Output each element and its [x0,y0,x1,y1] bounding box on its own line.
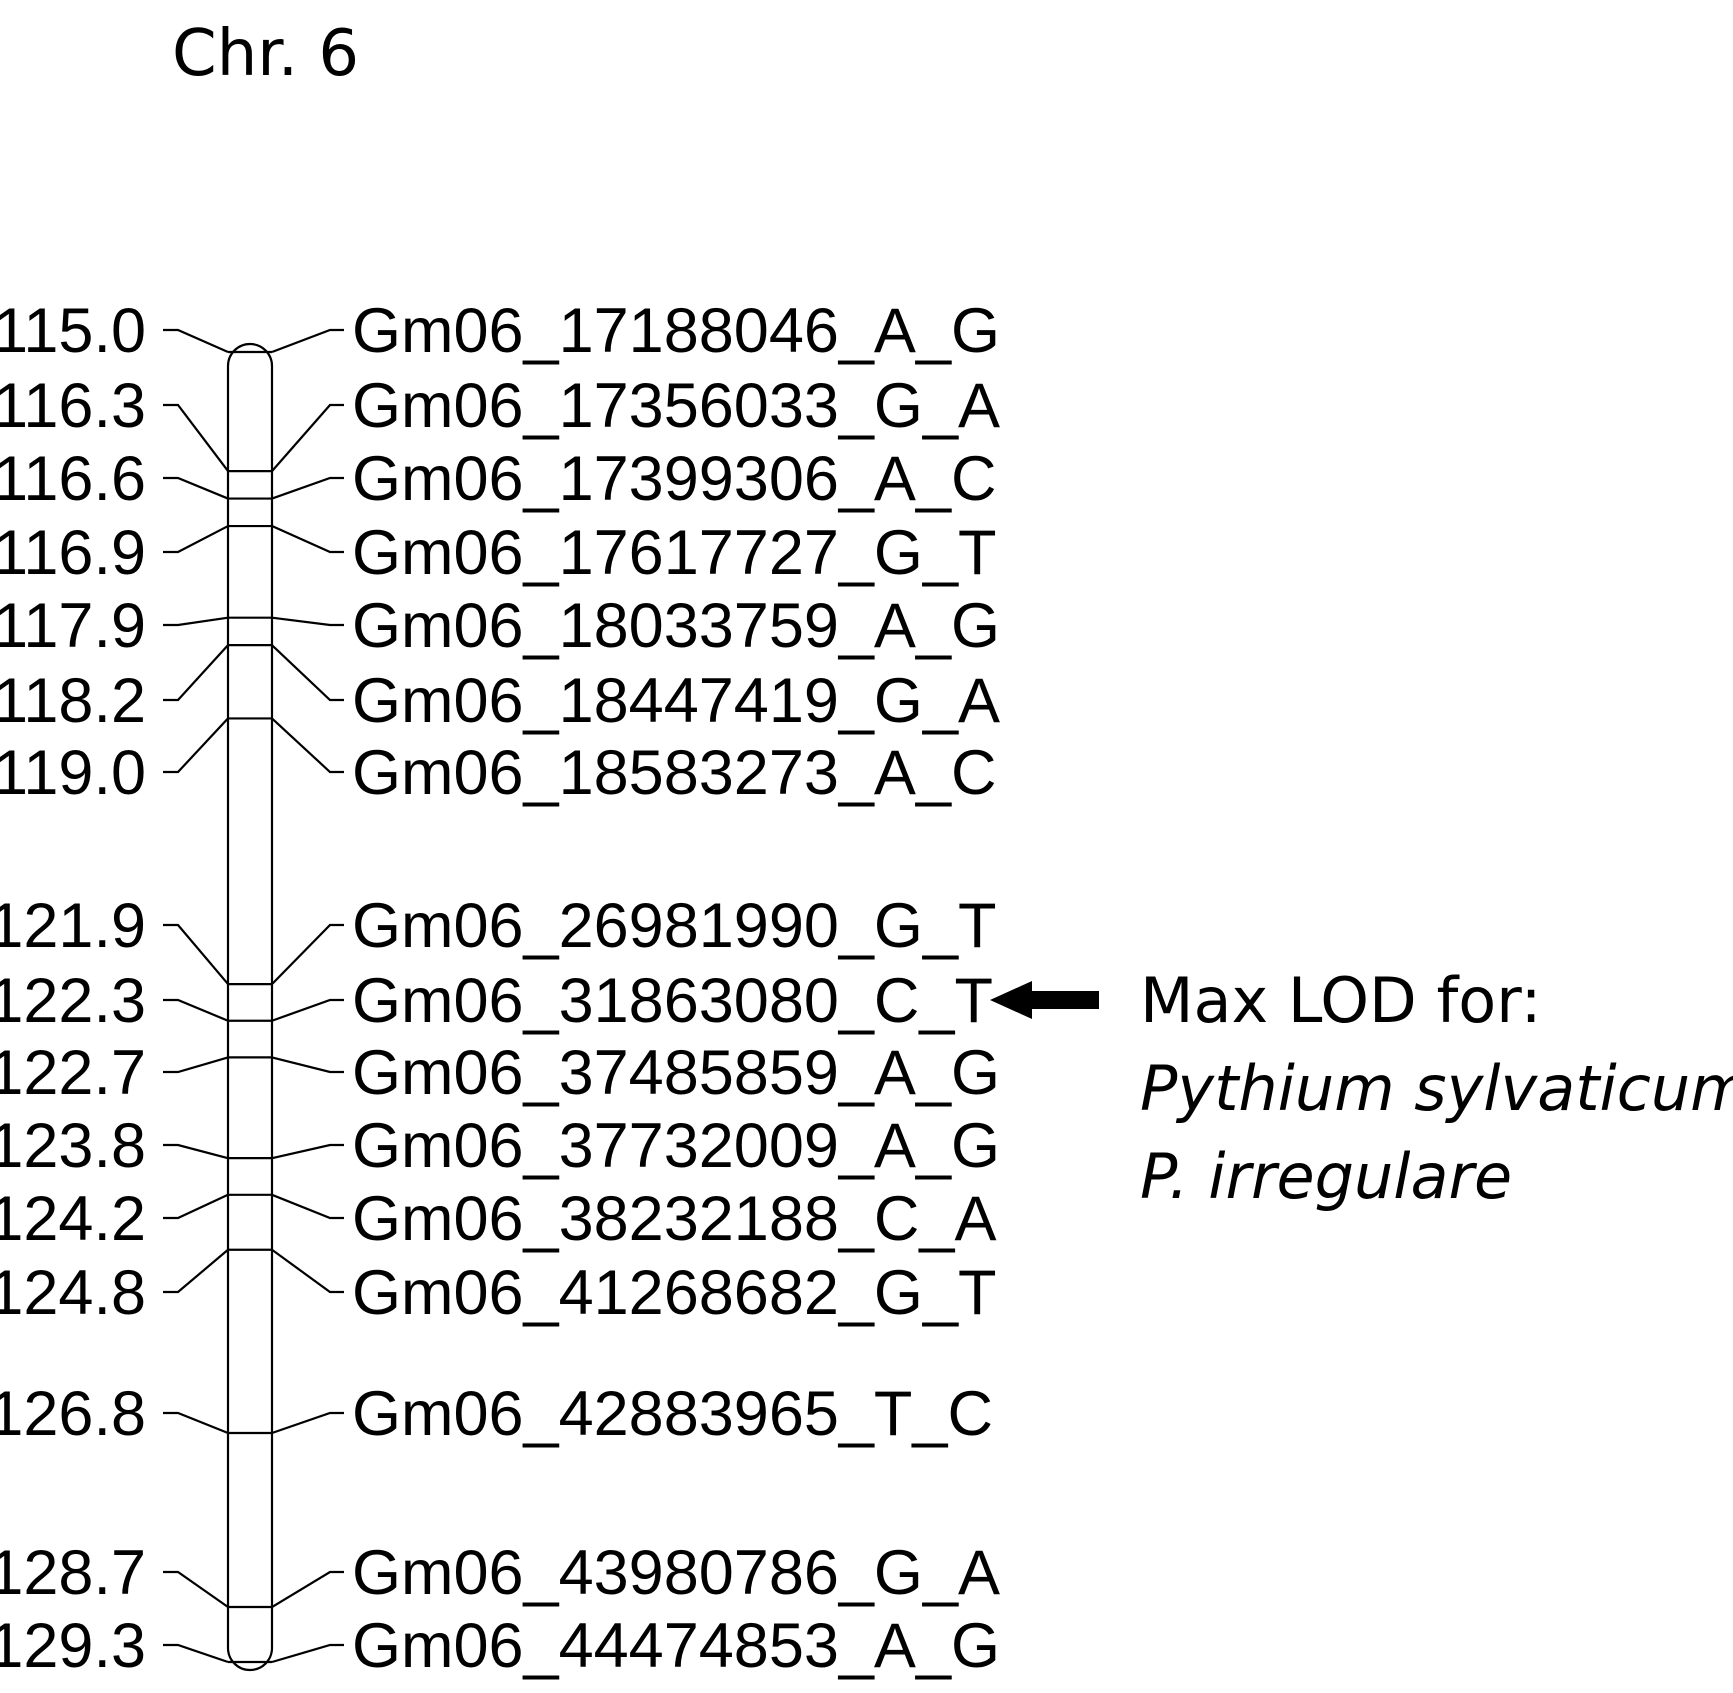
marker-list: 115.0 Gm06_17188046_A_G 116.3 Gm06_17356033… [0,296,1000,1681]
marker-connector [271,1248,344,1294]
position-connector [163,923,229,985]
marker-row: 123.8 Gm06_37732009_A_G [0,1111,1000,1181]
position-connector [163,1248,229,1294]
annotation-species-2: P. irregulare [1140,1140,1512,1213]
marker-row: 116.6 Gm06_17399306_A_C [0,444,997,514]
marker-row: 115.0 Gm06_17188046_A_G [0,296,1000,366]
marker-name: Gm06_44474853_A_G [352,1611,1000,1681]
marker-row: 122.3 Gm06_31863080_C_T [0,966,993,1036]
marker-name: Gm06_31863080_C_T [352,966,993,1036]
marker-name: Gm06_37732009_A_G [352,1111,1000,1181]
annotation-species-1: Pythium sylvaticum [1140,1052,1733,1125]
marker-name: Gm06_17399306_A_C [352,444,997,514]
position-label: 124.2 [0,1184,146,1254]
position-connector [163,998,229,1022]
marker-connector [271,403,344,472]
position-label: 122.7 [0,1038,146,1108]
position-label: 123.8 [0,1111,146,1181]
marker-row: 116.3 Gm06_17356033_G_A [0,371,1000,473]
marker-row: 124.8 Gm06_41268682_G_T [0,1248,996,1328]
marker-row: 126.8 Gm06_42883965_T_C [0,1379,993,1449]
position-connector [163,1570,229,1608]
marker-connector [271,328,344,354]
marker-name: Gm06_18447419_G_A [352,666,1000,736]
marker-connector [271,1411,344,1435]
marker-connector [271,644,344,702]
position-connector [163,328,229,354]
marker-row: 119.0 Gm06_18583273_A_C [0,717,997,808]
marker-name: Gm06_18583273_A_C [352,738,997,808]
marker-connector [271,1056,344,1074]
marker-name: Gm06_26981990_G_T [352,891,996,961]
marker-connector [271,923,344,985]
marker-connector [271,1143,344,1160]
marker-name: Gm06_42883965_T_C [352,1379,993,1449]
max-lod-annotation: Max LOD for: Pythium sylvaticum P. irreg… [990,964,1733,1213]
marker-connector [271,717,344,774]
left-arrow-icon [990,981,1099,1019]
position-connector [163,717,229,774]
marker-connector [271,1570,344,1608]
chromosome-bar [226,342,274,1672]
position-connector [163,403,229,472]
marker-name: Gm06_17356033_G_A [352,371,1000,441]
marker-connector [271,476,344,500]
chromosome-outline [226,342,274,1672]
chromosome-title: Chr. 6 [172,17,359,91]
position-label: 117.9 [0,591,146,661]
marker-row: 117.9 Gm06_18033759_A_G [0,591,1000,661]
marker-row: 129.3 Gm06_44474853_A_G [0,1611,1000,1681]
position-label: 116.3 [0,371,146,441]
position-label: 124.8 [0,1258,146,1328]
position-label: 118.2 [0,666,146,736]
position-connector [163,1411,229,1435]
marker-row: 118.2 Gm06_18447419_G_A [0,644,1000,736]
position-label: 128.7 [0,1538,146,1608]
marker-connector [271,525,344,554]
position-connector [163,1643,229,1664]
marker-row: 128.7 Gm06_43980786_G_A [0,1538,1000,1609]
marker-name: Gm06_18033759_A_G [352,591,1000,661]
marker-connector [271,1643,344,1664]
marker-row: 116.9 Gm06_17617727_G_T [0,518,996,588]
position-label: 116.9 [0,518,146,588]
position-connector [163,616,229,627]
position-label: 121.9 [0,891,146,961]
marker-name: Gm06_17188046_A_G [352,296,1000,366]
position-label: 129.3 [0,1611,146,1681]
position-connector [163,644,229,702]
marker-name: Gm06_37485859_A_G [352,1038,1000,1108]
marker-connector [271,998,344,1022]
marker-name: Gm06_43980786_G_A [352,1538,1000,1608]
position-label: 126.8 [0,1379,146,1449]
position-connector [163,525,229,554]
marker-name: Gm06_38232188_C_A [352,1184,997,1254]
position-connector [163,1193,229,1220]
marker-name: Gm06_41268682_G_T [352,1258,996,1328]
marker-connector [271,1193,344,1220]
annotation-heading: Max LOD for: [1140,964,1542,1037]
position-label: 119.0 [0,738,146,808]
position-label: 122.3 [0,966,146,1036]
marker-row: 122.7 Gm06_37485859_A_G [0,1038,1000,1108]
position-connector [163,1056,229,1074]
position-connector [163,1143,229,1160]
marker-row: 121.9 Gm06_26981990_G_T [0,891,996,986]
position-label: 116.6 [0,444,146,514]
marker-row: 124.2 Gm06_38232188_C_A [0,1184,997,1254]
marker-name: Gm06_17617727_G_T [352,518,996,588]
position-label: 115.0 [0,296,146,366]
marker-connector [271,616,344,627]
position-connector [163,476,229,500]
